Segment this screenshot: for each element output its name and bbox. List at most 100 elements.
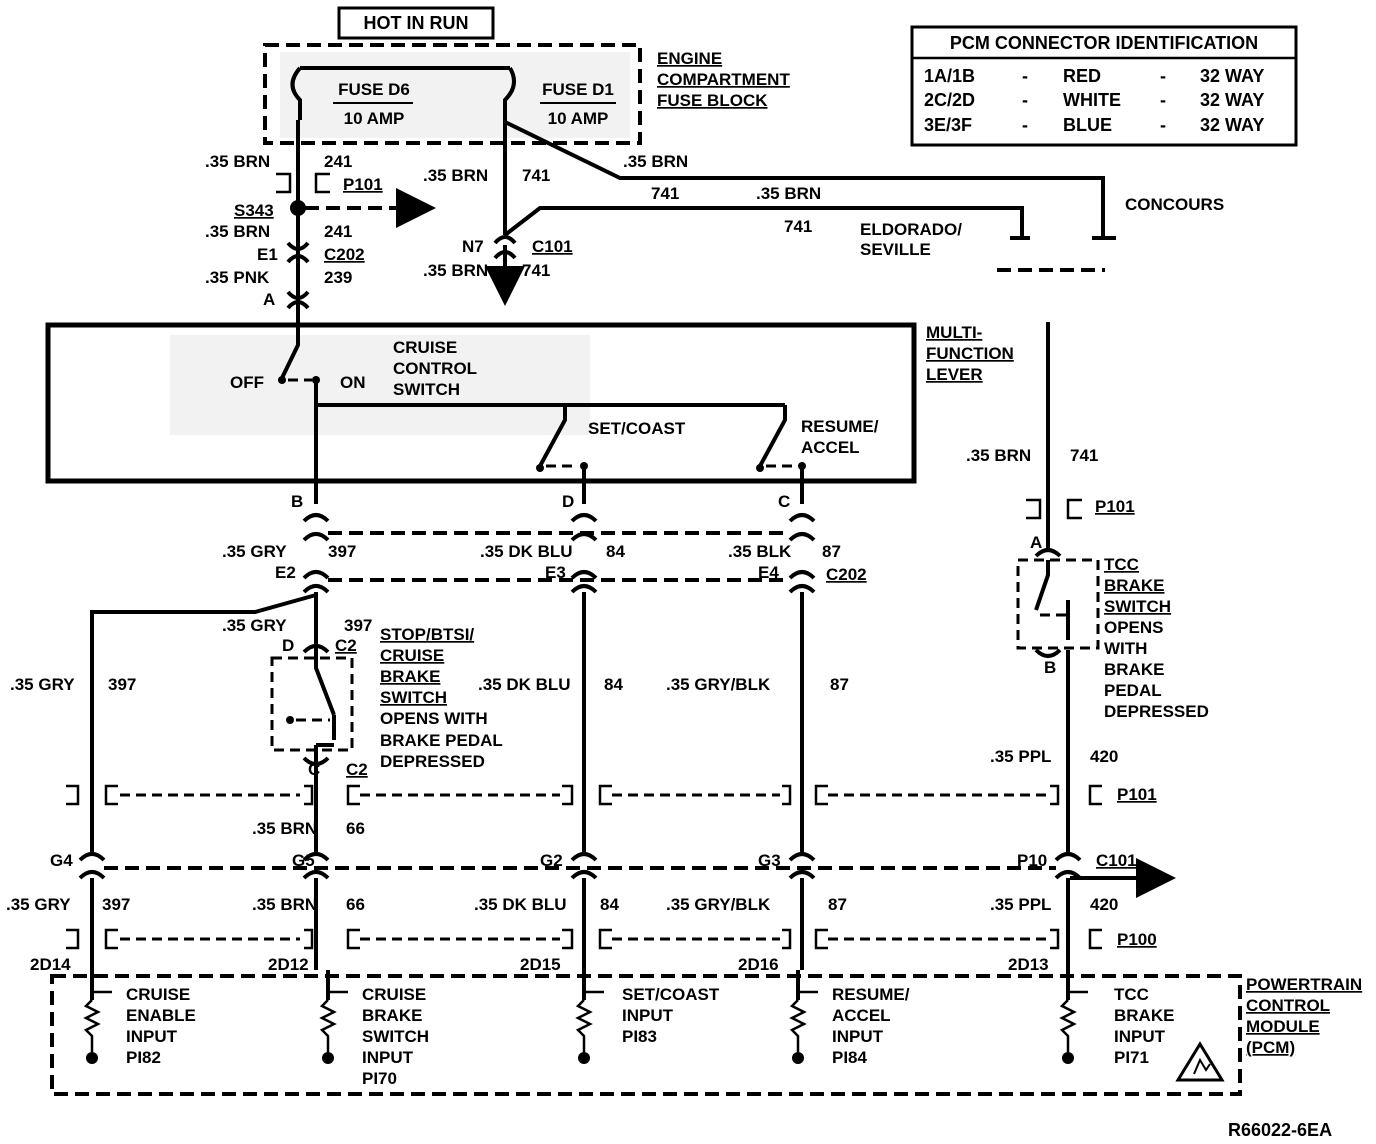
- stop-switch-pin-d: D: [282, 636, 294, 655]
- wire-label: .35 BLK: [728, 542, 792, 561]
- pcm-input-label: PI70: [362, 1069, 397, 1088]
- pcm-label-4: (PCM): [1246, 1038, 1295, 1057]
- pin-label: E1: [257, 245, 278, 264]
- wire-label: .35 BRN: [205, 222, 270, 241]
- wire-label: .35 BRN: [252, 819, 317, 838]
- wire-label: .35 BRN: [423, 166, 488, 185]
- fuse-d1-amp: 10 AMP: [548, 109, 609, 128]
- splice-label: S343: [234, 201, 274, 220]
- pcm-input-label: CRUISE: [362, 985, 426, 1004]
- pin-label: G5: [292, 851, 315, 870]
- figure-id: R66022-6EA: [1228, 1120, 1332, 1140]
- tcc-brake-switch: [1016, 548, 1100, 658]
- pcm-input-label: INPUT: [362, 1048, 414, 1067]
- esd-warning-icon: [1175, 1041, 1225, 1082]
- svg-text:32 WAY: 32 WAY: [1200, 66, 1264, 86]
- svg-text:32 WAY: 32 WAY: [1200, 90, 1264, 110]
- pcm-connector-table: PCM CONNECTOR IDENTIFICATION 1A/1B - RED…: [910, 25, 1298, 147]
- resume-label-1: RESUME/: [801, 417, 879, 436]
- tcc-switch-desc-4: PEDAL: [1104, 681, 1162, 700]
- pin-label: 2D13: [1008, 955, 1049, 974]
- pin-label: G3: [758, 851, 781, 870]
- set-coast-label: SET/COAST: [588, 419, 686, 438]
- stop-switch-desc-1: OPENS WITH: [380, 709, 488, 728]
- stop-btsi-brake-switch: [270, 644, 354, 766]
- wire-number: 66: [346, 819, 365, 838]
- wire-number: 66: [346, 895, 365, 914]
- wire-number: 87: [822, 542, 841, 561]
- pcm-input-tcc: [1059, 970, 1088, 1064]
- pcm-table-title: PCM CONNECTOR IDENTIFICATION: [950, 33, 1258, 53]
- fuse-d6-amp: 10 AMP: [344, 109, 405, 128]
- stop-switch-desc-2: BRAKE PEDAL: [380, 731, 503, 750]
- tcc-switch-desc-5: DEPRESSED: [1104, 702, 1209, 721]
- wire-number: 741: [1070, 446, 1098, 465]
- pcm-input-label: INPUT: [1114, 1027, 1166, 1046]
- stop-switch-name-1: STOP/BTSI/: [380, 625, 474, 644]
- on-label: ON: [340, 373, 366, 392]
- stop-switch-name-2: CRUISE: [380, 646, 444, 665]
- multifunction-lever-box: [45, 322, 917, 484]
- pcm-input-label: CRUISE: [126, 985, 190, 1004]
- svg-text:32 WAY: 32 WAY: [1200, 115, 1264, 135]
- connector-label: C101: [532, 237, 573, 256]
- cruise-switch-title-1: CRUISE: [393, 338, 457, 357]
- c202-lower-connector: [302, 513, 816, 594]
- tcc-switch-name-2: BRAKE: [1104, 576, 1164, 595]
- tcc-switch-desc-2: WITH: [1104, 639, 1147, 658]
- pcm-input-label: INPUT: [832, 1027, 884, 1046]
- pcm-input-label: TCC: [1114, 985, 1149, 1004]
- wire-number: 397: [328, 542, 356, 561]
- pin-label: 2D14: [30, 955, 71, 974]
- pcm-input-label: RESUME/: [832, 985, 910, 1004]
- pcm-input-label: ENABLE: [126, 1006, 196, 1025]
- tcc-switch-name-1: TCC: [1104, 555, 1139, 574]
- wire-number: 84: [606, 542, 625, 561]
- connector-label: C202: [324, 245, 365, 264]
- wire-number: 84: [604, 675, 623, 694]
- pcm-input-label: SWITCH: [362, 1027, 429, 1046]
- wire-label: .35 BRN: [756, 184, 821, 203]
- pin-label: E2: [275, 563, 296, 582]
- wire-number: 741: [522, 166, 550, 185]
- pcm-input-label: INPUT: [126, 1027, 178, 1046]
- svg-text:RED: RED: [1063, 66, 1101, 86]
- pcm-label-3: MODULE: [1246, 1017, 1320, 1036]
- variant-eldorado-1: ELDORADO/: [860, 220, 962, 239]
- wire-number: 741: [651, 184, 679, 203]
- svg-text:-: -: [1160, 90, 1166, 110]
- pin-label: B: [291, 492, 303, 511]
- pin-label: 2D15: [520, 955, 561, 974]
- wire-number: 241: [324, 222, 352, 241]
- pcm-input-label: ACCEL: [832, 1006, 891, 1025]
- wire-label: .35 PPL: [990, 895, 1051, 914]
- wire-label: .35 BRN: [423, 261, 488, 280]
- svg-text:-: -: [1022, 115, 1028, 135]
- svg-text:BLUE: BLUE: [1063, 115, 1112, 135]
- pcm-input-resume: [789, 970, 818, 1064]
- wire-label: .35 DK BLU: [474, 895, 567, 914]
- connector-label: P100: [1117, 930, 1157, 949]
- wire-label: .35 PPL: [990, 747, 1051, 766]
- fuse-d1-label: FUSE D1: [542, 80, 614, 99]
- wire-number: 420: [1090, 895, 1118, 914]
- connector-label: P101: [343, 175, 383, 194]
- svg-text:2C/2D: 2C/2D: [924, 90, 975, 110]
- wire-label: .35 GRY/BLK: [666, 675, 771, 694]
- wire-number: 87: [830, 675, 849, 694]
- tcc-switch-name-3: SWITCH: [1104, 597, 1171, 616]
- engine-fuse-block: FUSE D6 10 AMP FUSE D1 10 AMP: [263, 43, 642, 145]
- stop-switch-desc-3: DEPRESSED: [380, 752, 485, 771]
- wire-number: 87: [828, 895, 847, 914]
- pin-label: 2D16: [738, 955, 779, 974]
- fuse-block-label-1: ENGINE: [657, 49, 722, 68]
- wire-label: .35 DK BLU: [480, 542, 573, 561]
- pin-label: G2: [540, 851, 563, 870]
- connector-label: P101: [1117, 785, 1157, 804]
- pcm-box: [50, 974, 1242, 1096]
- pin-label: P10: [1017, 851, 1047, 870]
- pin-label: E4: [758, 563, 779, 582]
- pcm-input-label: PI83: [622, 1027, 657, 1046]
- cruise-switch-title-2: CONTROL: [393, 359, 477, 378]
- svg-text:3E/3F: 3E/3F: [924, 115, 972, 135]
